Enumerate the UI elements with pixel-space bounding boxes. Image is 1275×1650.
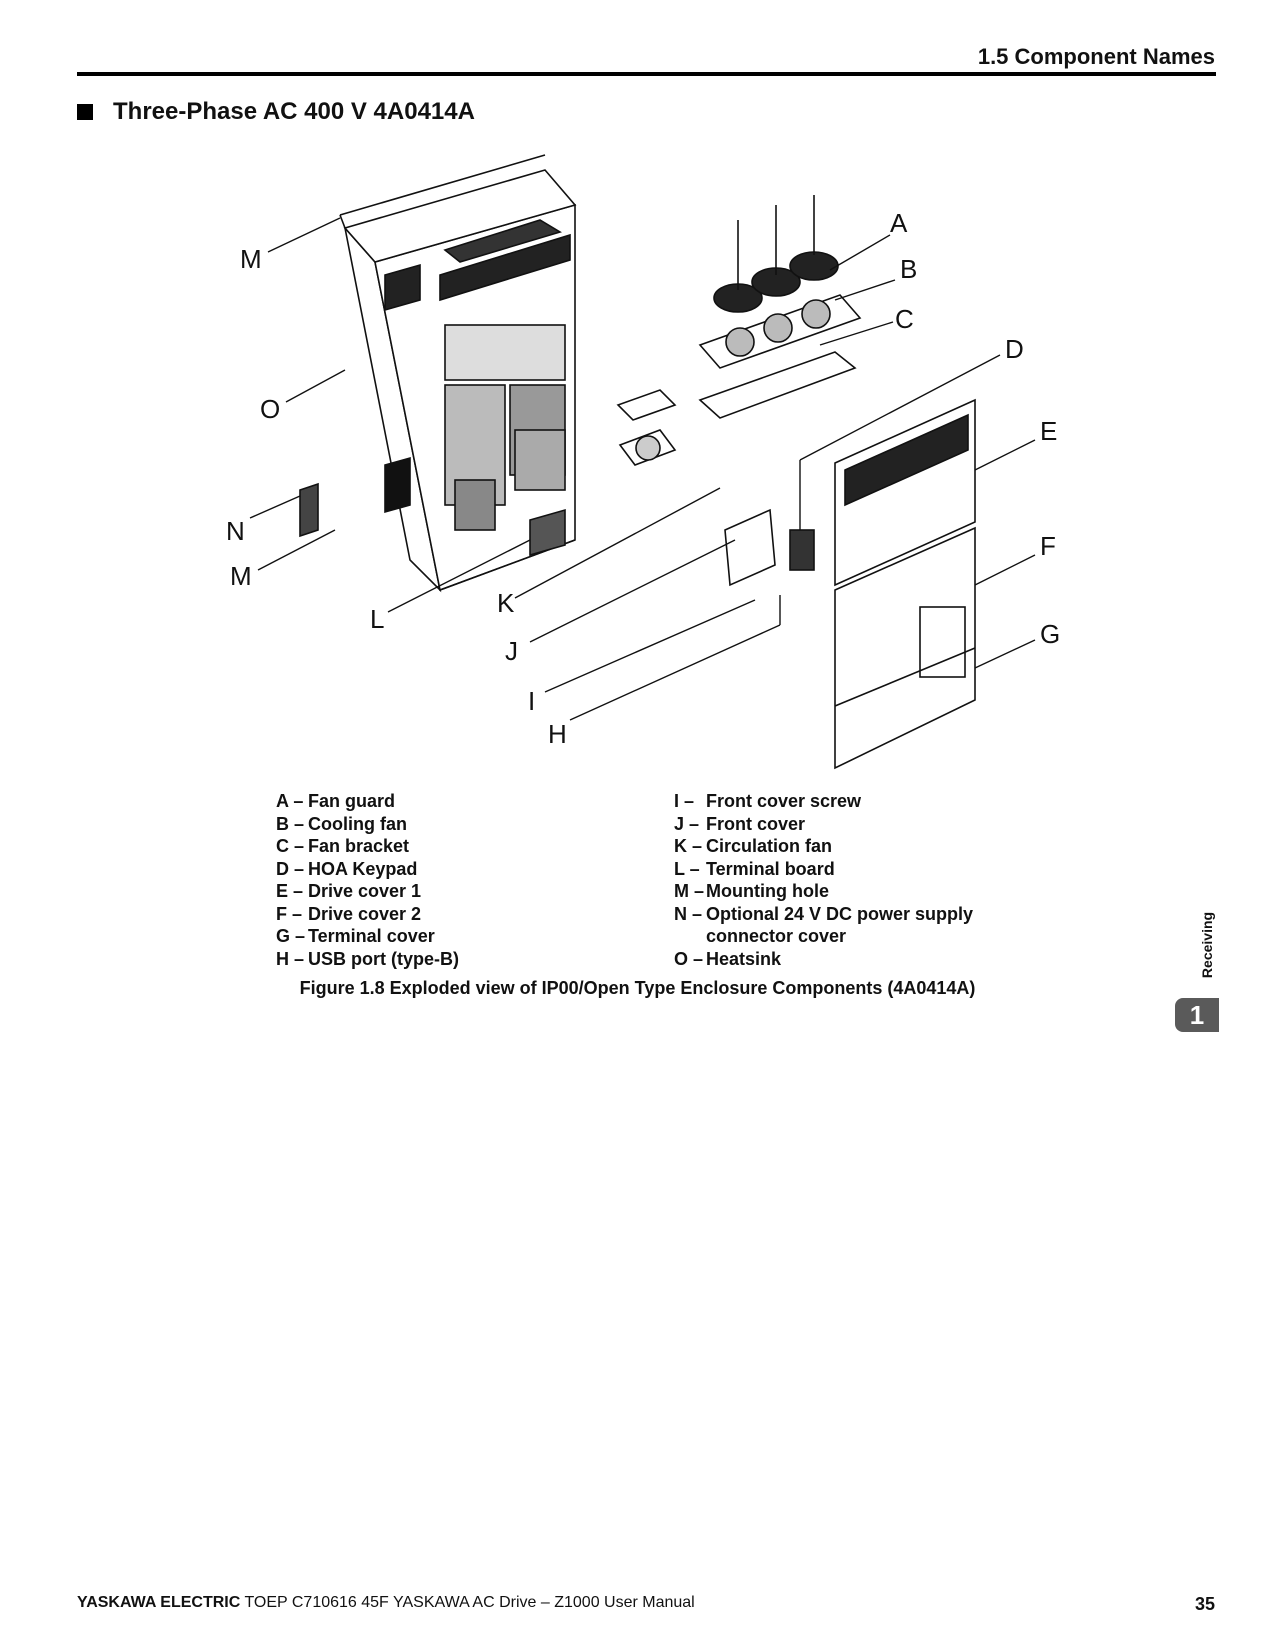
header-rule bbox=[77, 72, 1216, 76]
page-footer: YASKAWA ELECTRIC TOEP C710616 45F YASKAW… bbox=[77, 1594, 1215, 1615]
legend-item: O –Heatsink bbox=[674, 948, 782, 969]
fan-bracket-part bbox=[698, 351, 857, 419]
callout-e: E bbox=[1040, 416, 1057, 446]
legend-item: D –HOA Keypad bbox=[276, 858, 418, 879]
footer-doc: TOEP C710616 45F YASKAWA AC Drive – Z100… bbox=[244, 1594, 695, 1611]
callout-d: D bbox=[1005, 334, 1024, 364]
square-bullet-icon bbox=[77, 104, 93, 120]
legend-item: B –Cooling fan bbox=[276, 813, 407, 834]
callout-i: I bbox=[528, 686, 535, 716]
legend-item: N –Optional 24 V DC power supply bbox=[674, 903, 974, 924]
legend-item: M –Mounting hole bbox=[674, 881, 829, 901]
terminal-board-part bbox=[529, 508, 566, 557]
section-side-label-text: Receiving bbox=[1199, 911, 1215, 979]
front-cover-part bbox=[724, 508, 776, 587]
fan-guard-parts bbox=[713, 195, 839, 313]
callout-c: C bbox=[895, 304, 914, 334]
callout-j: J bbox=[505, 636, 518, 666]
hoa-keypad-part bbox=[789, 529, 815, 571]
circulation-fan-part bbox=[616, 389, 677, 466]
callout-g: G bbox=[1040, 619, 1060, 649]
connector-cover-part bbox=[299, 482, 319, 538]
section-side-label: Receiving bbox=[1195, 906, 1219, 984]
callout-b: B bbox=[900, 254, 917, 284]
page-header-title: 1.5 Component Names bbox=[977, 44, 1215, 69]
legend-item: L –Terminal board bbox=[674, 858, 835, 879]
footer-brand: YASKAWA ELECTRIC bbox=[77, 1594, 241, 1611]
drive-body bbox=[339, 154, 577, 593]
page-number: 35 bbox=[1194, 1594, 1215, 1614]
legend-left-column: A –Fan guard B –Cooling fan C –Fan brack… bbox=[276, 790, 459, 970]
legend-item: K –Circulation fan bbox=[674, 836, 833, 856]
legend-item: A –Fan guard bbox=[276, 791, 396, 811]
callout-a: A bbox=[890, 208, 908, 238]
footer-doc-info: YASKAWA ELECTRIC TOEP C710616 45F YASKAW… bbox=[77, 1594, 695, 1615]
callout-n: N bbox=[226, 516, 245, 546]
exploded-view-figure: A B C D E F G M O N M L K J I H bbox=[226, 154, 1060, 770]
figure-caption: Figure 1.8 Exploded view of IP00/Open Ty… bbox=[299, 978, 976, 998]
callout-o: O bbox=[260, 394, 280, 424]
callout-k: K bbox=[497, 588, 515, 618]
legend-item: F –Drive cover 2 bbox=[276, 903, 422, 924]
legend-item: J –Front cover bbox=[674, 813, 806, 834]
legend-right-column: I –Front cover screw J –Front cover K –C… bbox=[674, 790, 973, 970]
section-heading: Three-Phase AC 400 V 4A0414A bbox=[77, 98, 475, 126]
drive-cover-2-part bbox=[834, 526, 976, 770]
legend-item: H –USB port (type-B) bbox=[276, 948, 459, 969]
legend-item: C –Fan bracket bbox=[276, 836, 410, 856]
section-heading-text: Three-Phase AC 400 V 4A0414A bbox=[113, 98, 475, 125]
chapter-tab: 1 bbox=[1175, 998, 1219, 1032]
legend-item: E –Drive cover 1 bbox=[276, 881, 422, 901]
legend-item: I –Front cover screw bbox=[674, 791, 862, 811]
callout-l: L bbox=[370, 604, 384, 634]
callout-m-top: M bbox=[240, 244, 262, 274]
legend-item: connector cover bbox=[706, 926, 847, 946]
callout-f: F bbox=[1040, 531, 1056, 561]
callout-m-bottom: M bbox=[230, 561, 252, 591]
legend-item: G –Terminal cover bbox=[276, 926, 435, 946]
callout-h: H bbox=[548, 719, 567, 749]
